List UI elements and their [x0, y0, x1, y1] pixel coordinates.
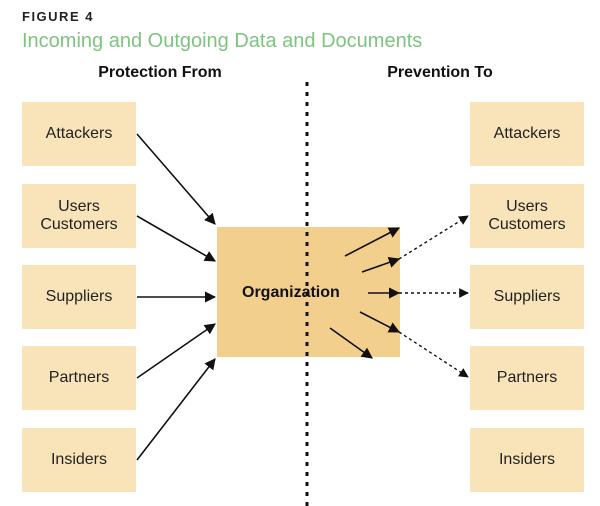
right-column-heading: Prevention To [387, 64, 493, 81]
left-box-insiders: Insiders [22, 428, 136, 492]
arrow-in-attackers [136, 133, 216, 225]
right-box-attackers: Attackers [470, 102, 584, 166]
figure-title: Incoming and Outgoing Data and Documents [22, 30, 423, 52]
left-column-heading: Protection From [98, 64, 222, 81]
arrow-out-short-5 [329, 327, 373, 359]
arrow-out-short-1 [344, 227, 400, 257]
right-box-insiders: Insiders [470, 428, 584, 492]
arrow-out-partners [398, 331, 469, 378]
right-box-label: Suppliers [493, 288, 561, 305]
arrow-in-users-customers [136, 215, 216, 262]
right-box-label: Users Customers [488, 198, 566, 233]
arrow-in-insiders [136, 358, 216, 461]
left-box-partners: Partners [22, 346, 136, 410]
figure-label: FIGURE 4 [22, 9, 94, 24]
right-box-users-customers: Users Customers [470, 184, 584, 248]
left-box-attackers: Attackers [22, 102, 136, 166]
left-box-label: Attackers [45, 125, 113, 142]
arrow-out-short-4 [359, 311, 400, 333]
right-box-suppliers: Suppliers [470, 265, 584, 329]
left-box-label: Insiders [50, 451, 108, 468]
right-box-label: Partners [496, 369, 558, 386]
left-box-label: Partners [48, 369, 110, 386]
arrow-out-users-customers [398, 215, 469, 260]
right-box-label: Attackers [493, 125, 561, 142]
right-box-partners: Partners [470, 346, 584, 410]
left-box-label: Suppliers [45, 288, 113, 305]
left-box-users-customers: Users Customers [22, 184, 136, 248]
organization-label: Organization [242, 284, 340, 301]
left-box-suppliers: Suppliers [22, 265, 136, 329]
right-box-label: Insiders [498, 451, 556, 468]
left-box-label: Users Customers [40, 198, 118, 233]
arrow-out-short-2 [361, 257, 401, 273]
arrow-in-partners [136, 323, 216, 379]
